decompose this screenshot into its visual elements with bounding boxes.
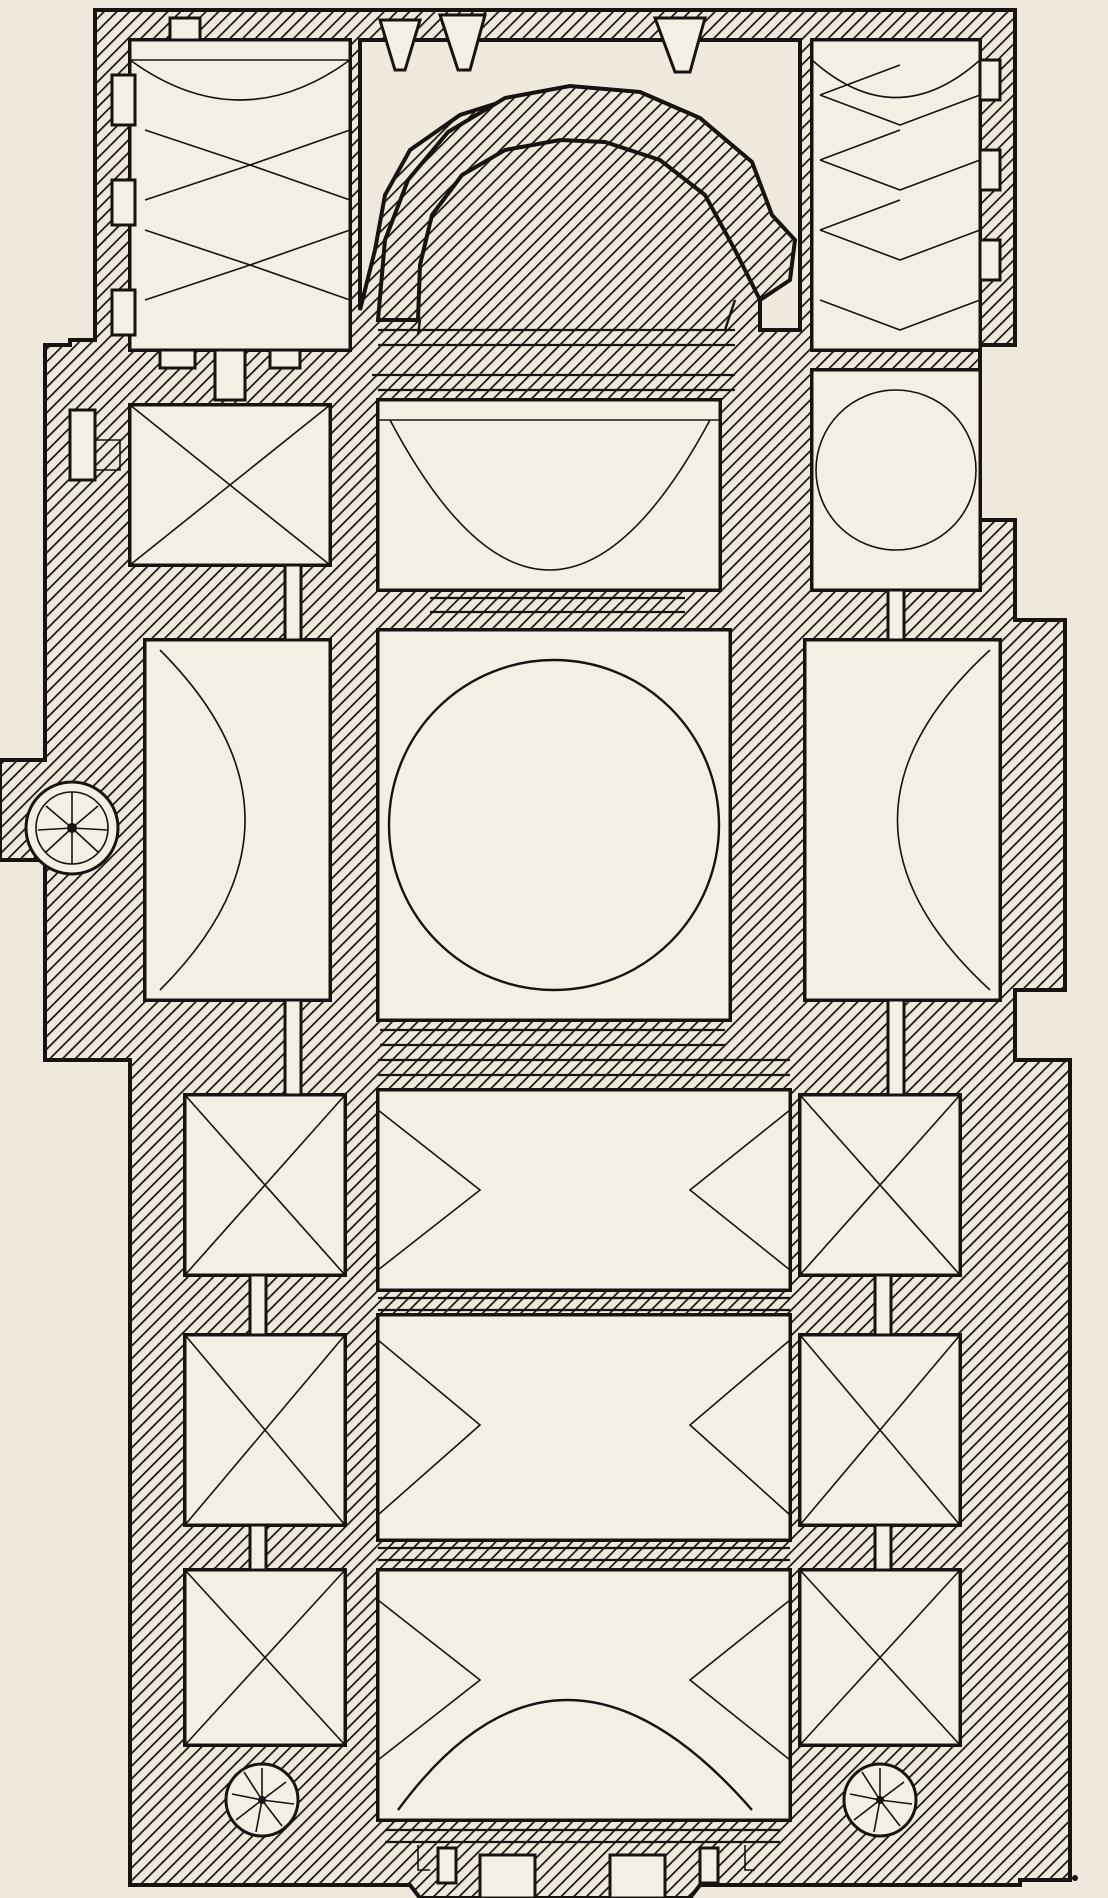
east-sacristy-bay <box>810 368 982 592</box>
east-sacristy-dome <box>815 389 977 551</box>
north-wall-teeth <box>168 13 707 74</box>
side-door-jamb <box>68 408 97 482</box>
nave-row-1 <box>183 1088 962 1292</box>
pier-slits <box>248 563 906 1572</box>
west-transept-bay <box>143 638 332 1002</box>
nave-row-2 <box>183 1313 962 1542</box>
west-transept-arc <box>159 649 246 991</box>
east-transept-arc <box>896 649 991 991</box>
portal-steps <box>385 1828 780 1898</box>
east-transept-bay <box>803 638 1002 1002</box>
west-entrance-arc <box>397 1699 753 1811</box>
south-east-spiral-staircase <box>842 1762 918 1838</box>
crossing-bay <box>376 628 732 1022</box>
west-spiral-staircase <box>24 780 120 876</box>
south-west-spiral-staircase <box>224 1762 300 1838</box>
choir-bay <box>376 398 722 592</box>
nave-steps-1 <box>378 1296 790 1312</box>
side-door-step <box>95 439 121 471</box>
apse-edge <box>416 299 737 336</box>
crossing-steps <box>378 1028 790 1077</box>
choir-vault <box>378 419 720 571</box>
apse-arch <box>375 83 798 322</box>
wall-niches <box>110 58 1002 402</box>
page-speck <box>1072 1875 1078 1881</box>
north-east-chamber <box>810 38 982 352</box>
cross-vault-ribs <box>129 404 331 566</box>
choir-steps <box>372 328 735 614</box>
north-west-chamber <box>128 38 352 352</box>
nave-steps-2 <box>378 1546 790 1562</box>
nave-row-3 <box>183 1568 962 1822</box>
chamber-vault-ribs <box>129 59 981 331</box>
crossing-dome-circle <box>387 658 721 992</box>
